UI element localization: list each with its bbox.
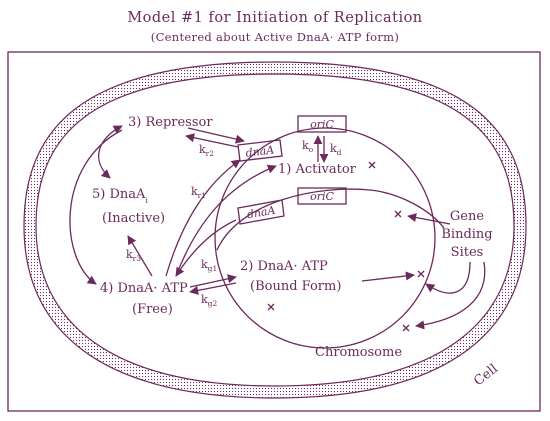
replication-fork-arc (216, 188, 445, 251)
rate-kg2: kg2 (201, 293, 217, 308)
gene-box-oriC-mid: oriC (297, 187, 347, 205)
state-free-sublabel: (Free) (132, 302, 173, 317)
chromosome-label: Chromosome (315, 345, 402, 360)
reaction-arrows (69, 125, 486, 330)
gene-binding-label-1: Gene (450, 209, 484, 224)
cell-label: Cell (471, 361, 501, 389)
gene-binding-label-3: Sites (451, 245, 484, 260)
svg-text:oriC: oriC (310, 118, 334, 131)
binding-site-marks (267, 161, 425, 332)
outer-frame (7, 51, 541, 412)
rate-kr3: kr3 (126, 248, 141, 263)
state-inactive-label: 5) DnaAi (92, 187, 148, 205)
state-bound-label: 2) DnaA· ATP (240, 259, 328, 274)
state-activator: 1) Activator (278, 162, 357, 177)
state-bound-sublabel: (Bound Form) (250, 279, 341, 294)
state-repressor: 3) Repressor (128, 115, 213, 130)
diagram-title: Model #1 for Initiation of Replication (127, 10, 422, 26)
gene-box-dnaA-top: dnaA (237, 139, 283, 162)
gene-box-dnaA-mid: dnaA (237, 199, 285, 225)
rate-kr2: kr2 (199, 143, 214, 158)
svg-text:oriC: oriC (310, 190, 334, 203)
rate-ko: ko (302, 139, 314, 154)
chromosome-circle (214, 127, 436, 349)
cell-membrane (23, 61, 527, 399)
svg-text:dnaA: dnaA (246, 204, 277, 222)
rate-kg1: kg1 (201, 258, 217, 273)
state-free-label: 4) DnaA· ATP (100, 281, 188, 296)
state-inactive-sublabel: (Inactive) (102, 211, 165, 226)
rate-kr1: kr1 (191, 185, 206, 200)
gene-box-oriC-top: oriC (297, 115, 347, 133)
rate-kd: kd (330, 142, 342, 157)
gene-binding-label-2: Binding (441, 227, 492, 242)
svg-text:dnaA: dnaA (245, 143, 275, 159)
diagram-subtitle: (Centered about Active DnaA· ATP form) (151, 30, 399, 44)
